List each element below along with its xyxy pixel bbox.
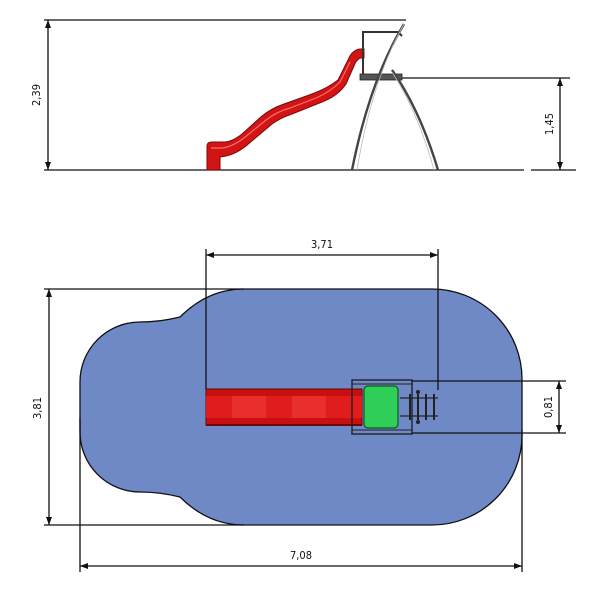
railing-side [362,31,403,74]
platform-height-arrow-bottom [557,162,563,170]
total-length-arrow-right [514,563,522,569]
width-arrow-bottom [46,517,52,525]
platform-frame [351,379,413,435]
frame-arch-left [350,23,406,171]
platform-height-label: 1,45 [543,113,556,135]
length-arrow-left [206,252,214,258]
width-label: 3,81 [31,397,44,419]
platform-top [363,385,399,429]
slide-top-bed [206,396,362,418]
total-height-label: 2,39 [30,84,43,106]
platform-depth-label: 0,81 [542,396,555,418]
length-arrow-right [430,252,438,258]
total-length-label: 7,08 [290,549,312,562]
frame-arch-right [391,69,440,171]
frame-arch-right-inner [391,71,435,171]
total-length-arrow-left [80,563,88,569]
ladder-foot [416,420,420,424]
platform-depth-arrow-top [556,381,562,389]
width-arrow-top [46,289,52,297]
top-view: 3,71 3,81 0,81 7,08 [31,238,566,572]
slide-top-shine-2 [292,396,326,418]
slide-profile-highlight [211,61,351,149]
platform-height-arrow-top [557,78,563,86]
slide-top-shine-1 [232,396,266,418]
ladder-foot [416,390,420,394]
height-arrow-top [45,20,51,28]
length-label: 3,71 [311,238,333,251]
side-view: 2,39 1,45 [30,19,576,171]
height-arrow-bottom [45,162,51,170]
frame-arch-left-inner [356,23,405,171]
platform-depth-arrow-bottom [556,425,562,433]
